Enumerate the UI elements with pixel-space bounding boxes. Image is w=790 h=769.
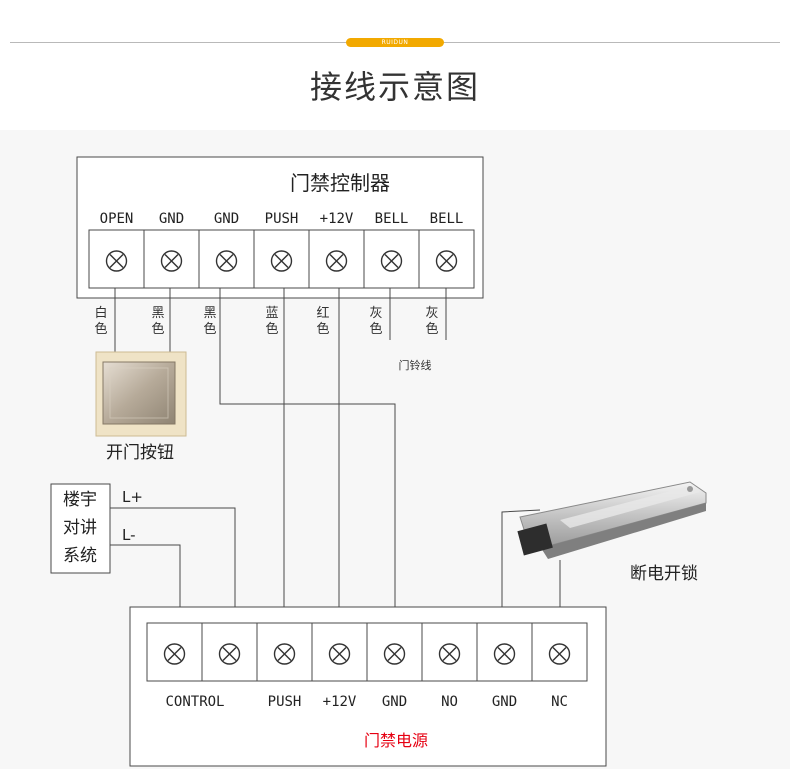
wire-color-char: 灰 <box>425 306 438 321</box>
wire-lock-gnd <box>501 509 541 632</box>
page-title: 接线示意图 <box>309 68 480 106</box>
power-terminal-strip: CONTROL PUSH +12V GND NO GND NC <box>146 622 588 710</box>
exit-button-label: 开门按钮 <box>106 443 174 463</box>
power-terminal-label: GND <box>492 694 517 710</box>
wire-color-char: 黑 <box>203 306 216 321</box>
controller-terminal-strip: OPEN GND GND PUSH +12V BELL BELL <box>88 211 475 289</box>
wire-color-char: 色 <box>94 321 107 337</box>
power-terminal-label: +12V <box>323 694 357 710</box>
power-terminal: +12V <box>311 622 368 710</box>
power-terminal-label: CONTROL <box>165 694 224 710</box>
wire-color-char: 色 <box>425 321 438 337</box>
controller-terminal-label: BELL <box>375 211 409 227</box>
power-terminal-label: PUSH <box>268 694 302 710</box>
bell-wire-label: 门铃线 <box>399 358 432 372</box>
brand-pill: RUIDUN <box>346 38 444 47</box>
controller-terminal-label: +12V <box>320 211 354 227</box>
maglock-image <box>517 481 707 559</box>
controller-terminal: BELL <box>418 211 475 289</box>
power-terminal-label: NC <box>551 694 568 710</box>
wire-color-char: 灰 <box>369 306 382 321</box>
power-supply-name: 门禁电源 <box>364 731 428 750</box>
controller-terminal-label: PUSH <box>265 211 299 227</box>
power-terminal: NO <box>421 622 478 710</box>
controller-terminal: OPEN <box>88 211 145 289</box>
power-terminal <box>201 622 258 682</box>
controller-terminal: BELL <box>363 211 420 289</box>
controller-terminal-label: GND <box>214 211 239 227</box>
intercom-name-line-1: 楼宇 <box>63 490 97 510</box>
wire-color-char: 色 <box>369 321 382 337</box>
power-terminal: CONTROL <box>146 622 225 710</box>
wires <box>110 288 561 632</box>
wire-color-char: 红 <box>316 305 329 321</box>
controller-terminal: PUSH <box>253 211 310 289</box>
exit-button-image <box>95 351 187 437</box>
power-terminal: GND <box>476 622 533 710</box>
power-terminal-label: NO <box>441 694 458 710</box>
wire-l-minus <box>110 544 181 632</box>
wire-color-char: 黑 <box>151 306 164 321</box>
wire-l-plus <box>110 507 236 632</box>
power-terminal-label: GND <box>382 694 407 710</box>
wire-color-char: 色 <box>265 321 278 337</box>
wire-color-char: 白 <box>94 305 107 321</box>
maglock-label: 断电开锁 <box>630 564 698 584</box>
controller-terminal: GND <box>143 211 200 289</box>
wire-color-char: 色 <box>203 321 216 337</box>
power-terminal: NC <box>531 622 588 710</box>
wire-color-char: 色 <box>316 321 329 337</box>
intercom-name-line-2: 对讲 <box>63 518 97 538</box>
wire-color-char: 蓝 <box>265 306 278 321</box>
controller-terminal-label: BELL <box>430 211 464 227</box>
wire-gnd-power <box>219 288 396 632</box>
intercom-name-line-3: 系统 <box>63 546 97 566</box>
l-plus-label: L+ <box>122 488 143 506</box>
intercom-box <box>50 483 111 574</box>
controller-terminal-label: OPEN <box>100 211 134 227</box>
controller-terminal-label: GND <box>159 211 184 227</box>
l-minus-label: L- <box>122 526 136 544</box>
wire-color-char: 色 <box>151 321 164 337</box>
controller-name: 门禁控制器 <box>290 171 390 195</box>
power-terminal: GND <box>366 622 423 710</box>
controller-terminal: GND <box>198 211 255 289</box>
controller-terminal: +12V <box>308 211 365 289</box>
